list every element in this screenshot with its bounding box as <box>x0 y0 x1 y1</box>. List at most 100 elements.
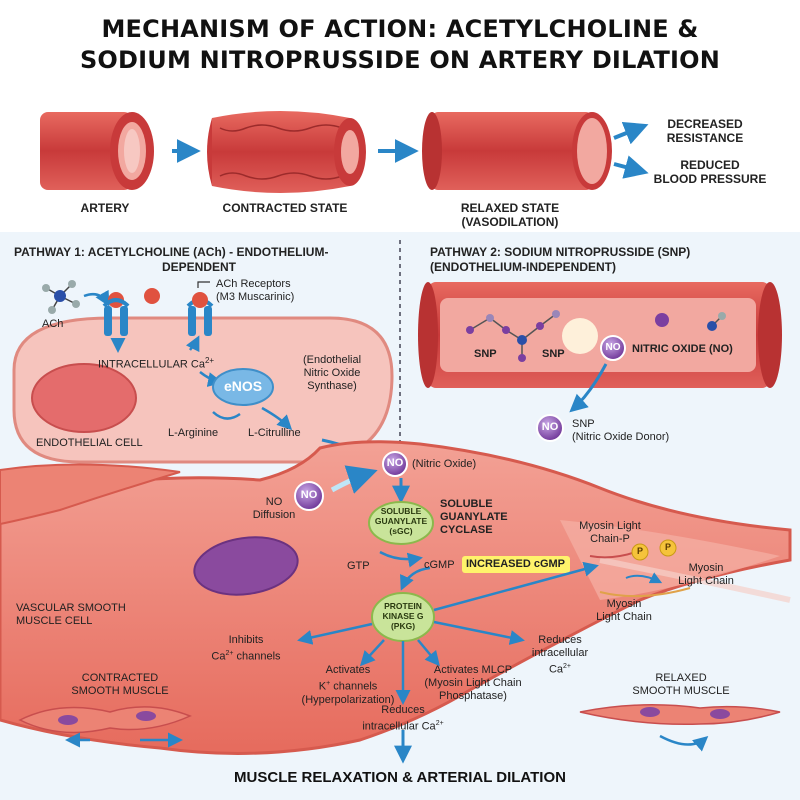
enos-desc-2: Nitric Oxide <box>303 367 361 379</box>
smooth-muscle-nucleus <box>193 536 299 596</box>
enos-desc-3: Synthase) <box>307 380 357 392</box>
kch-sup: + <box>326 680 331 687</box>
inhibits-ca-label: Inhibits Ca2+ channels <box>206 634 286 664</box>
arrow-citrulline <box>261 406 293 431</box>
phosphate-2-text: P <box>664 542 671 552</box>
inhib-line-1: Inhibits <box>228 634 264 646</box>
cgmp-label: cGMP <box>424 559 455 571</box>
enos-node <box>212 368 274 406</box>
arrow-pkg-to-inhibits <box>297 622 373 645</box>
pkg-line-1: PROTEIN <box>384 601 422 611</box>
act-line-1: Activates MLCP <box>433 664 513 676</box>
title-line-2: SODIUM NITROPRUSSIDE ON ARTERY DILATION <box>79 46 721 74</box>
mlcp-line-1: Myosin Light <box>579 520 641 532</box>
snp-donor-label: SNP (Nitric Oxide Donor) <box>572 418 712 444</box>
relaxed-state-line-1: RELAXED STATE <box>460 201 560 215</box>
receptors-line-1: ACh Receptors <box>216 278 291 290</box>
inhib-channels: channels <box>233 650 281 663</box>
no-particle-1-icon <box>655 313 669 327</box>
kch-channels: channels <box>330 680 378 693</box>
contracted-artery-illustration <box>207 111 366 193</box>
relax-arrow <box>659 734 709 752</box>
donor-line-2: (Nitric Oxide Donor) <box>572 431 670 443</box>
vsmc-label: VASCULAR SMOOTH MUSCLE CELL <box>16 602 156 628</box>
reduced-line-2: BLOOD PRESSURE <box>653 172 767 186</box>
nitric-oxide-smooth-label: (Nitric Oxide) <box>412 458 477 470</box>
relaxed-state-label: RELAXED STATE (VASODILATION) <box>430 201 590 229</box>
snp-label-b: SNP <box>542 348 565 360</box>
ach-label: ACh <box>42 318 64 330</box>
k-channels-label: Activates K+ channels (Hyperpolarization… <box>288 664 408 707</box>
l-citrulline-label: L-Citrulline <box>248 427 301 439</box>
relaxed-line-2: SMOOTH MUSCLE <box>632 685 730 697</box>
decreased-resistance-label: DECREASED RESISTANCE <box>650 117 760 145</box>
l-arginine-label: L-Arginine <box>168 427 219 439</box>
red-sup: 2+ <box>563 663 572 670</box>
mlcp-line-2: Chain-P <box>590 533 630 545</box>
mlc2-line-2: Light Chain <box>596 611 652 623</box>
ca-text: INTRACELLULAR Ca <box>98 358 205 371</box>
enos-desc-1: (Endothelial <box>302 354 362 366</box>
enos-description: (Endothelial Nitric Oxide Synthase) <box>282 354 382 393</box>
contracted-smooth-muscle-icon <box>18 706 192 734</box>
arrow-to-decreased-resistance <box>613 121 649 145</box>
red-line-3: Ca2+ <box>520 660 600 677</box>
arrow-pkg-to-kchannels <box>359 639 385 667</box>
vsmc-line-1: VASCULAR SMOOTH <box>16 602 126 614</box>
pathway2-title-line-1: PATHWAY 2: SODIUM NITROPRUSSIDE (SNP) <box>430 245 691 259</box>
no-glow <box>562 318 598 354</box>
arrow-no-to-donor <box>569 363 608 413</box>
conclusion-label: MUSCLE RELAXATION & ARTERIAL DILATION <box>234 769 566 786</box>
contracted-smooth-muscle-label: CONTRACTED SMOOTH MUSCLE <box>60 672 180 698</box>
sgc-line-3: (sGC) <box>389 526 413 536</box>
sgc-side-1: SOLUBLE <box>440 498 493 510</box>
red2-line-2: intracellular Ca2+ <box>343 717 463 734</box>
red-line-1: Reduces <box>538 634 582 646</box>
myosin-chain-line <box>599 587 691 598</box>
endothelial-nucleus <box>31 363 137 433</box>
ach-bound-2-icon <box>192 292 208 308</box>
arrow-pkg-to-mlcp <box>417 639 440 667</box>
relaxed-artery-illustration <box>422 112 612 190</box>
artery-label: ARTERY <box>80 201 130 215</box>
pkg-text: PROTEIN KINASE G (PKG) <box>372 601 434 631</box>
kch-line-1: Activates <box>325 664 371 676</box>
pathway2-title: PATHWAY 2: SODIUM NITROPRUSSIDE (SNP) (E… <box>430 245 790 275</box>
sgc-side-2: GUANYLATE <box>440 511 508 523</box>
arrow-dephosphorylation <box>625 572 663 584</box>
arrow-cgmp-to-pkg <box>400 566 431 591</box>
red-line-2: intracellular <box>531 647 589 659</box>
smooth-no-node <box>382 451 408 477</box>
arrow-to-receptor-2 <box>185 335 200 353</box>
activates-mlcp-label: Activates MLCP (Myosin Light Chain Phosp… <box>410 664 536 703</box>
arrow-pkg-to-reduces <box>433 620 525 645</box>
reduces-intracellular-ca-label: Reduces intracellular Ca2+ <box>343 704 463 734</box>
snp-artery-illustration <box>418 282 782 388</box>
arrow-pkg-to-myosin <box>433 561 599 612</box>
no-release-text: NO <box>605 342 621 353</box>
phosphate-1-text: P <box>636 546 643 556</box>
arrow-to-reduced-bp <box>613 155 649 179</box>
smooth-no-text: NO <box>386 457 404 469</box>
myosin-light-chain-label-1: Myosin Light Chain <box>666 562 746 588</box>
kch-k: K <box>318 680 327 693</box>
no-diffusion-label: NO Diffusion <box>244 496 304 522</box>
relaxed-line-1: RELAXED <box>655 672 707 684</box>
sgc-line-2: GUANYLATE <box>374 516 428 526</box>
decreased-line-2: RESISTANCE <box>666 131 744 145</box>
reduces-ca-label: Reduces intracellular Ca2+ <box>520 634 600 677</box>
sgc-node <box>368 501 434 545</box>
pathway1-title-line-2: DEPENDENT <box>162 260 237 274</box>
ach-free-icon <box>144 288 160 304</box>
myosin-light-chain-label-2: Myosin Light Chain <box>584 598 664 624</box>
myosin-light-chain-p-label: Myosin Light Chain-P <box>560 520 660 546</box>
kch-line-2: K+ channels <box>288 677 408 694</box>
inhib-line-2: Ca2+ channels <box>206 647 286 664</box>
receptor-1-icon <box>102 298 130 336</box>
relaxed-state-line-2: (VASODILATION) <box>461 215 559 229</box>
sgc-side-label: SOLUBLE GUANYLATE CYCLASE <box>440 498 520 537</box>
red2-ca: intracellular Ca <box>362 720 436 733</box>
gtp-label: GTP <box>347 560 370 572</box>
intracellular-ca-label: INTRACELLULAR Ca2+ <box>98 354 214 372</box>
